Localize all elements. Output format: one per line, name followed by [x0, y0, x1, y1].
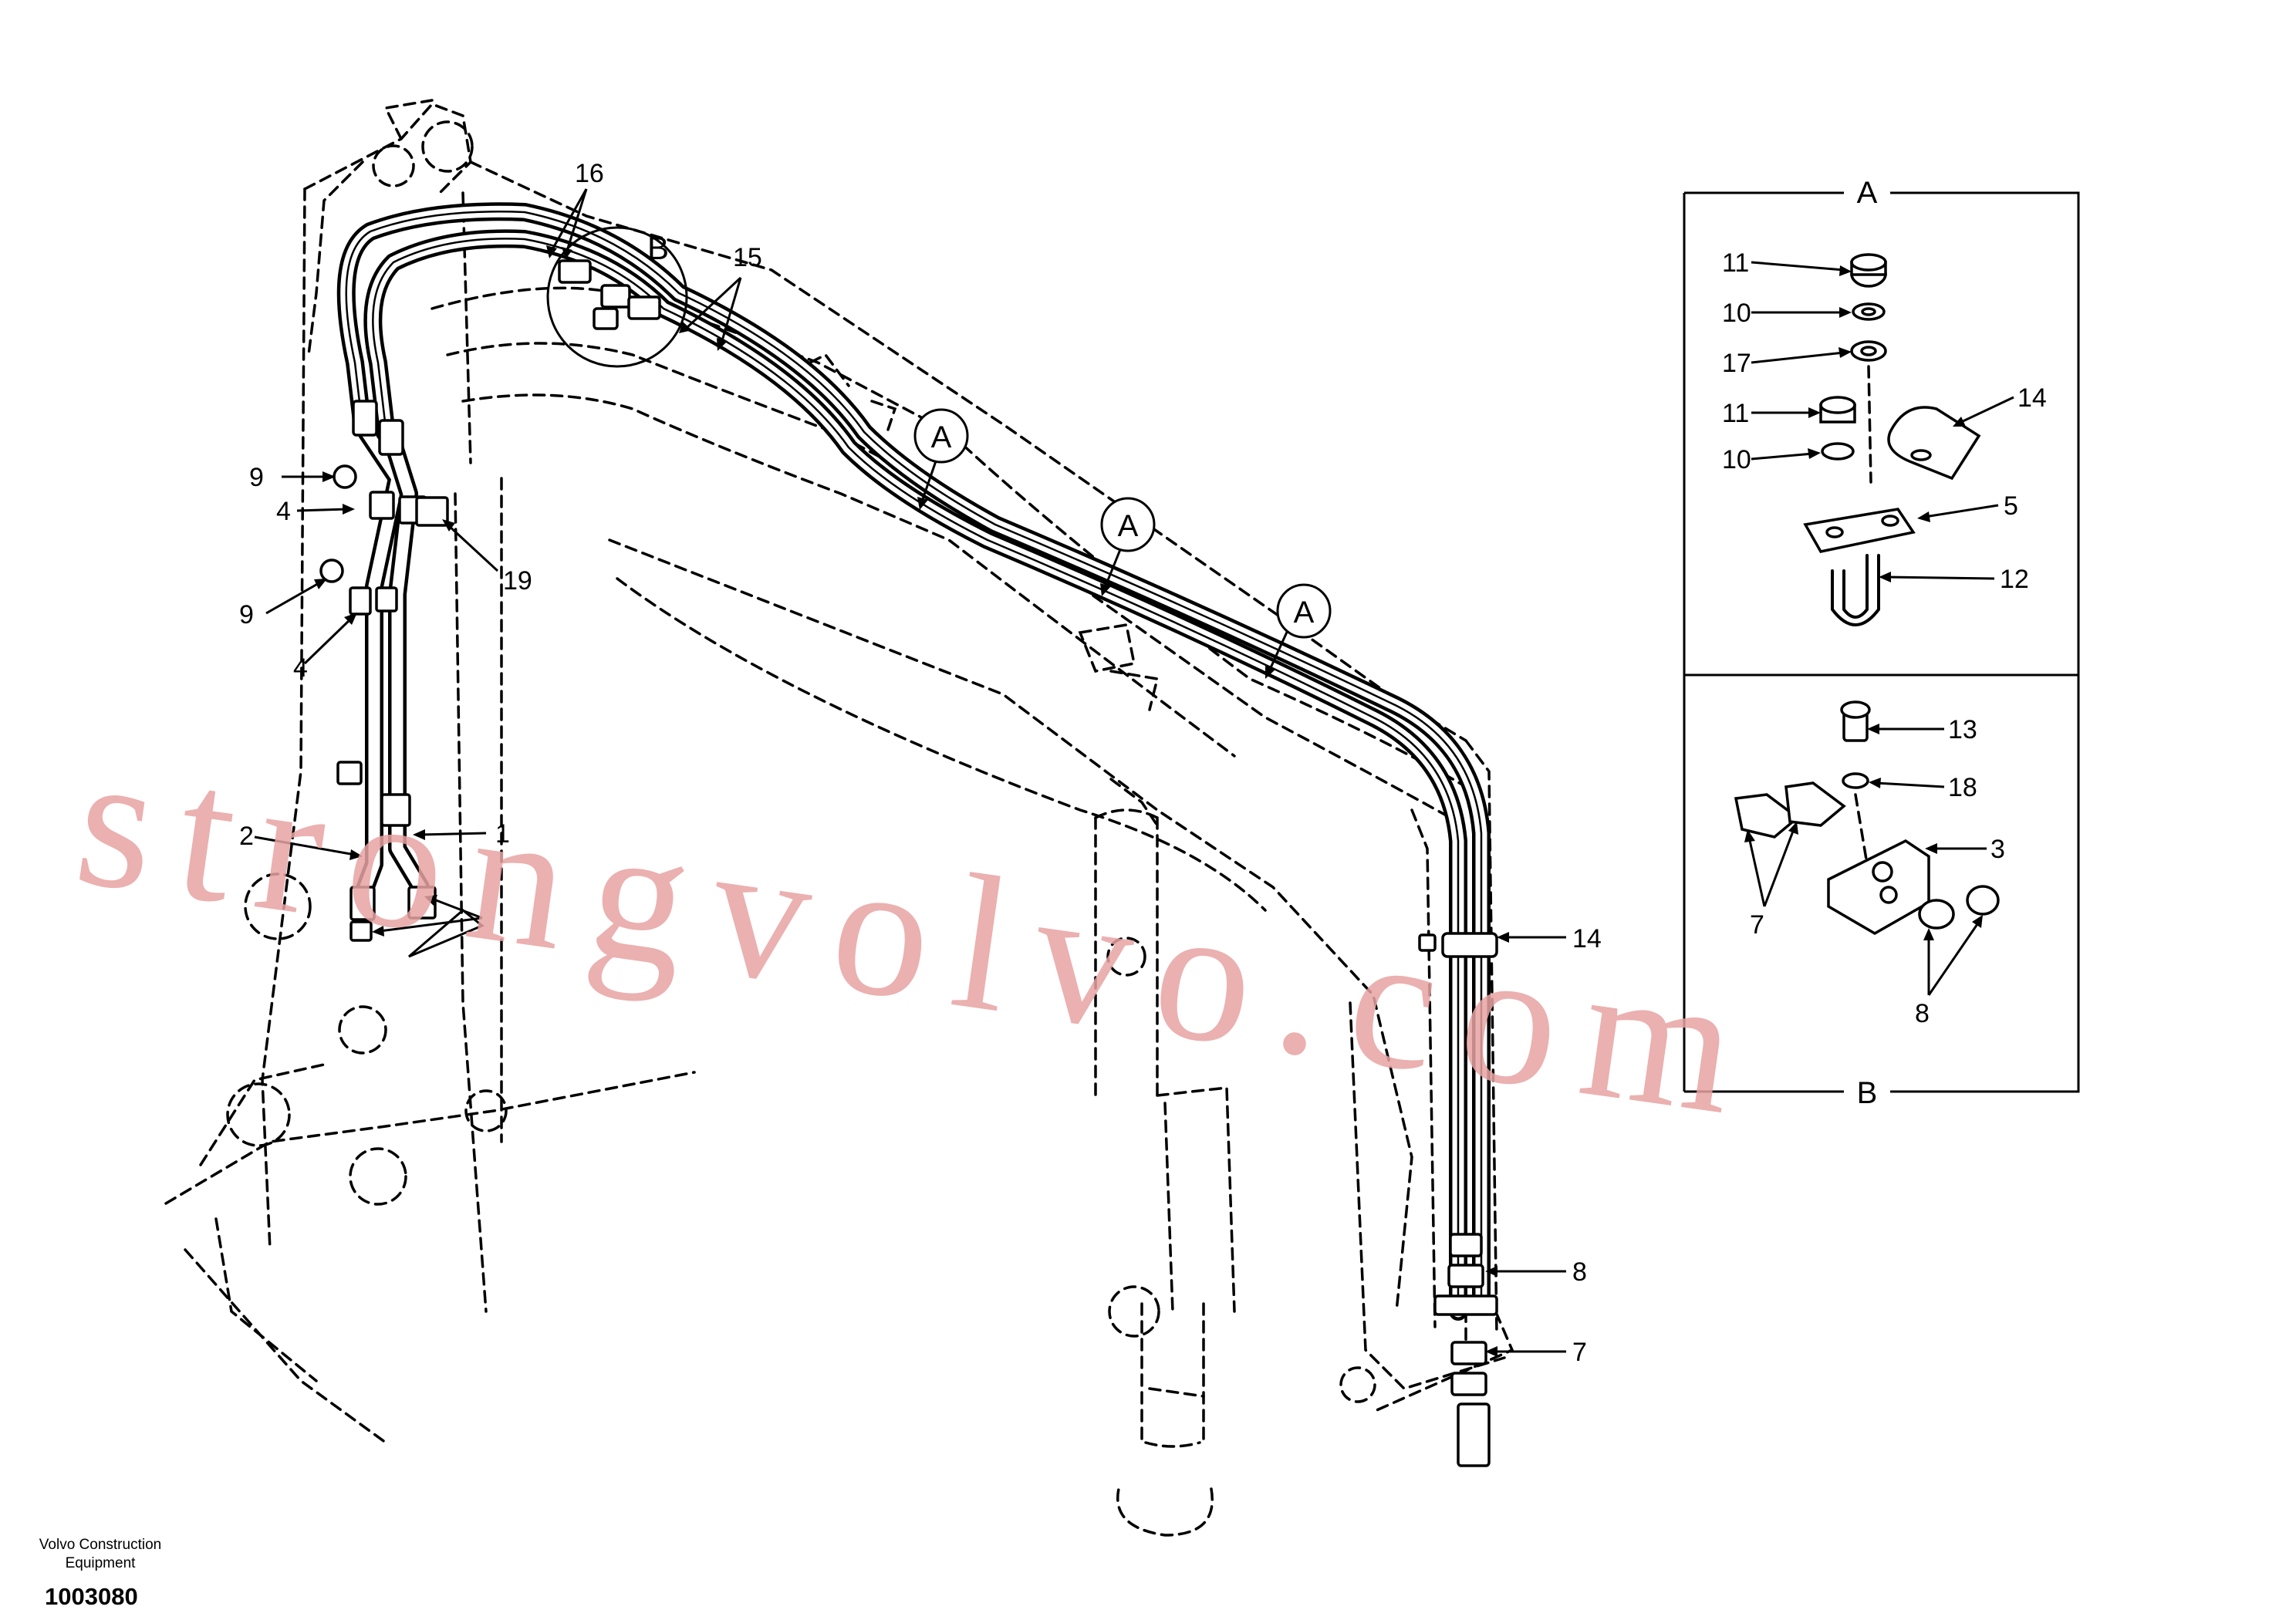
label-2: 2	[239, 822, 254, 851]
svg-text:10: 10	[1722, 299, 1751, 328]
drawing-number: 1003080	[45, 1583, 138, 1610]
detail-a-parts	[1803, 253, 1981, 626]
callout-a-1: A	[913, 408, 969, 464]
svg-text:A: A	[931, 420, 952, 454]
svg-text:18: 18	[1948, 773, 1977, 802]
label-8-main: 8	[1572, 1257, 1587, 1287]
label-19: 19	[503, 566, 532, 596]
label-15: 15	[733, 243, 762, 272]
callout-a-2: A	[1100, 497, 1156, 552]
callout-b: B	[647, 230, 669, 266]
detail-b-zoom-circle	[546, 226, 688, 368]
svg-text:5: 5	[2004, 491, 2018, 521]
detail-b-title: B	[1857, 1076, 1878, 1110]
svg-text:A: A	[1118, 509, 1139, 543]
machine-outline	[164, 99, 1514, 1537]
detail-b-labels: B 13 18 3 7 8	[1750, 715, 2005, 1110]
label-4-top: 4	[276, 497, 291, 526]
svg-text:11: 11	[1722, 248, 1749, 278]
svg-text:3: 3	[1990, 835, 2005, 864]
svg-text:12: 12	[2000, 565, 2029, 594]
label-4-lower: 4	[293, 653, 308, 683]
label-14-main: 14	[1572, 924, 1602, 953]
svg-text:10: 10	[1722, 445, 1751, 474]
svg-text:7: 7	[1750, 910, 1764, 940]
leader-lines	[254, 188, 1566, 1357]
svg-text:8: 8	[1915, 999, 1930, 1028]
hose-assembly	[336, 202, 1491, 1321]
label-7-main: 7	[1572, 1338, 1587, 1367]
svg-text:13: 13	[1948, 715, 1977, 744]
svg-text:14: 14	[2017, 383, 2047, 413]
detail-panel	[1683, 191, 2080, 1093]
detail-b-parts	[1734, 700, 2000, 936]
svg-text:11: 11	[1722, 399, 1749, 428]
label-9-top: 9	[249, 463, 264, 492]
brand-line-1: Volvo Construction	[39, 1537, 161, 1553]
brand-line-2: Equipment	[66, 1555, 137, 1571]
label-9-lower: 9	[239, 600, 254, 629]
callout-a-3: A	[1276, 583, 1332, 639]
label-16: 16	[575, 159, 604, 188]
label-1: 1	[495, 819, 510, 849]
part-labels: 16 15 9 4 19 9 4 1 2 14 8 7	[239, 159, 1602, 1367]
watermark: strongvolvo.com	[66, 711, 1774, 1159]
detail-leaders	[1744, 261, 2014, 996]
detail-a-title: A	[1857, 176, 1878, 210]
fittings	[319, 259, 1498, 1467]
detail-a-labels: A 11 10 17 11 10 14 5 12	[1722, 176, 2047, 594]
svg-text:A: A	[1294, 596, 1315, 629]
svg-text:17: 17	[1722, 349, 1751, 378]
